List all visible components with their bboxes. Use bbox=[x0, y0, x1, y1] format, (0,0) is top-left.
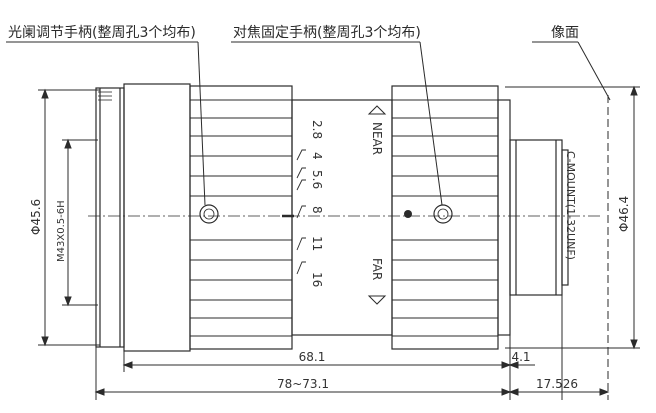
total-length-label: 78~73.1 bbox=[277, 377, 329, 391]
left-dimension-lines bbox=[38, 88, 100, 347]
fnum-5-6: 5.6 bbox=[310, 170, 324, 189]
focus-ring-knurls bbox=[392, 99, 498, 337]
focus-leader-line bbox=[419, 41, 443, 206]
aperture-handle bbox=[199, 204, 219, 224]
body-length-label: 68.1 bbox=[299, 350, 326, 364]
fnum-11: 11 bbox=[310, 236, 324, 251]
filter-thread-label: M43X0.5-6H bbox=[56, 200, 67, 262]
aperture-leader-line bbox=[197, 41, 206, 206]
fnum-2-8: 2.8 bbox=[310, 120, 324, 139]
bottom-dimension-lines bbox=[94, 295, 610, 400]
fnum-8: 8 bbox=[310, 206, 324, 214]
c-mount bbox=[509, 139, 563, 296]
far-arrow bbox=[367, 295, 387, 305]
fnum-16: 16 bbox=[310, 272, 324, 287]
near-arrow bbox=[367, 105, 387, 115]
front-knurl bbox=[98, 91, 112, 101]
index-dot bbox=[404, 210, 412, 218]
image-plane-label: 像面 bbox=[551, 25, 579, 41]
fnum-4: 4 bbox=[310, 152, 324, 160]
mount-thread-label: C-MOUNT(1-32UNF) bbox=[564, 151, 577, 260]
near-label: NEAR bbox=[370, 122, 384, 155]
lens-body bbox=[95, 83, 569, 352]
flange-step-label: 4.1 bbox=[511, 350, 530, 364]
aperture-ring-knurls bbox=[190, 99, 292, 337]
image-plane-leader bbox=[577, 41, 611, 101]
focus-handle bbox=[433, 204, 453, 224]
right-dimension-lines bbox=[505, 85, 640, 350]
mount-diameter-right: Φ46.4 bbox=[617, 196, 631, 232]
back-focal-label: 17.526 bbox=[536, 377, 578, 391]
f-number-ticks bbox=[296, 149, 306, 275]
f-number-scale: 2.8 4 5.6 8 11 16 bbox=[310, 120, 324, 287]
focus-lock-label: 对焦固定手柄(整周孔3个均布) bbox=[233, 25, 421, 41]
aperture-ring-label: 光阑调节手柄(整周孔3个均布) bbox=[8, 25, 196, 41]
outer-diameter-left: Φ45.6 bbox=[29, 199, 43, 235]
far-label: FAR bbox=[370, 258, 384, 280]
